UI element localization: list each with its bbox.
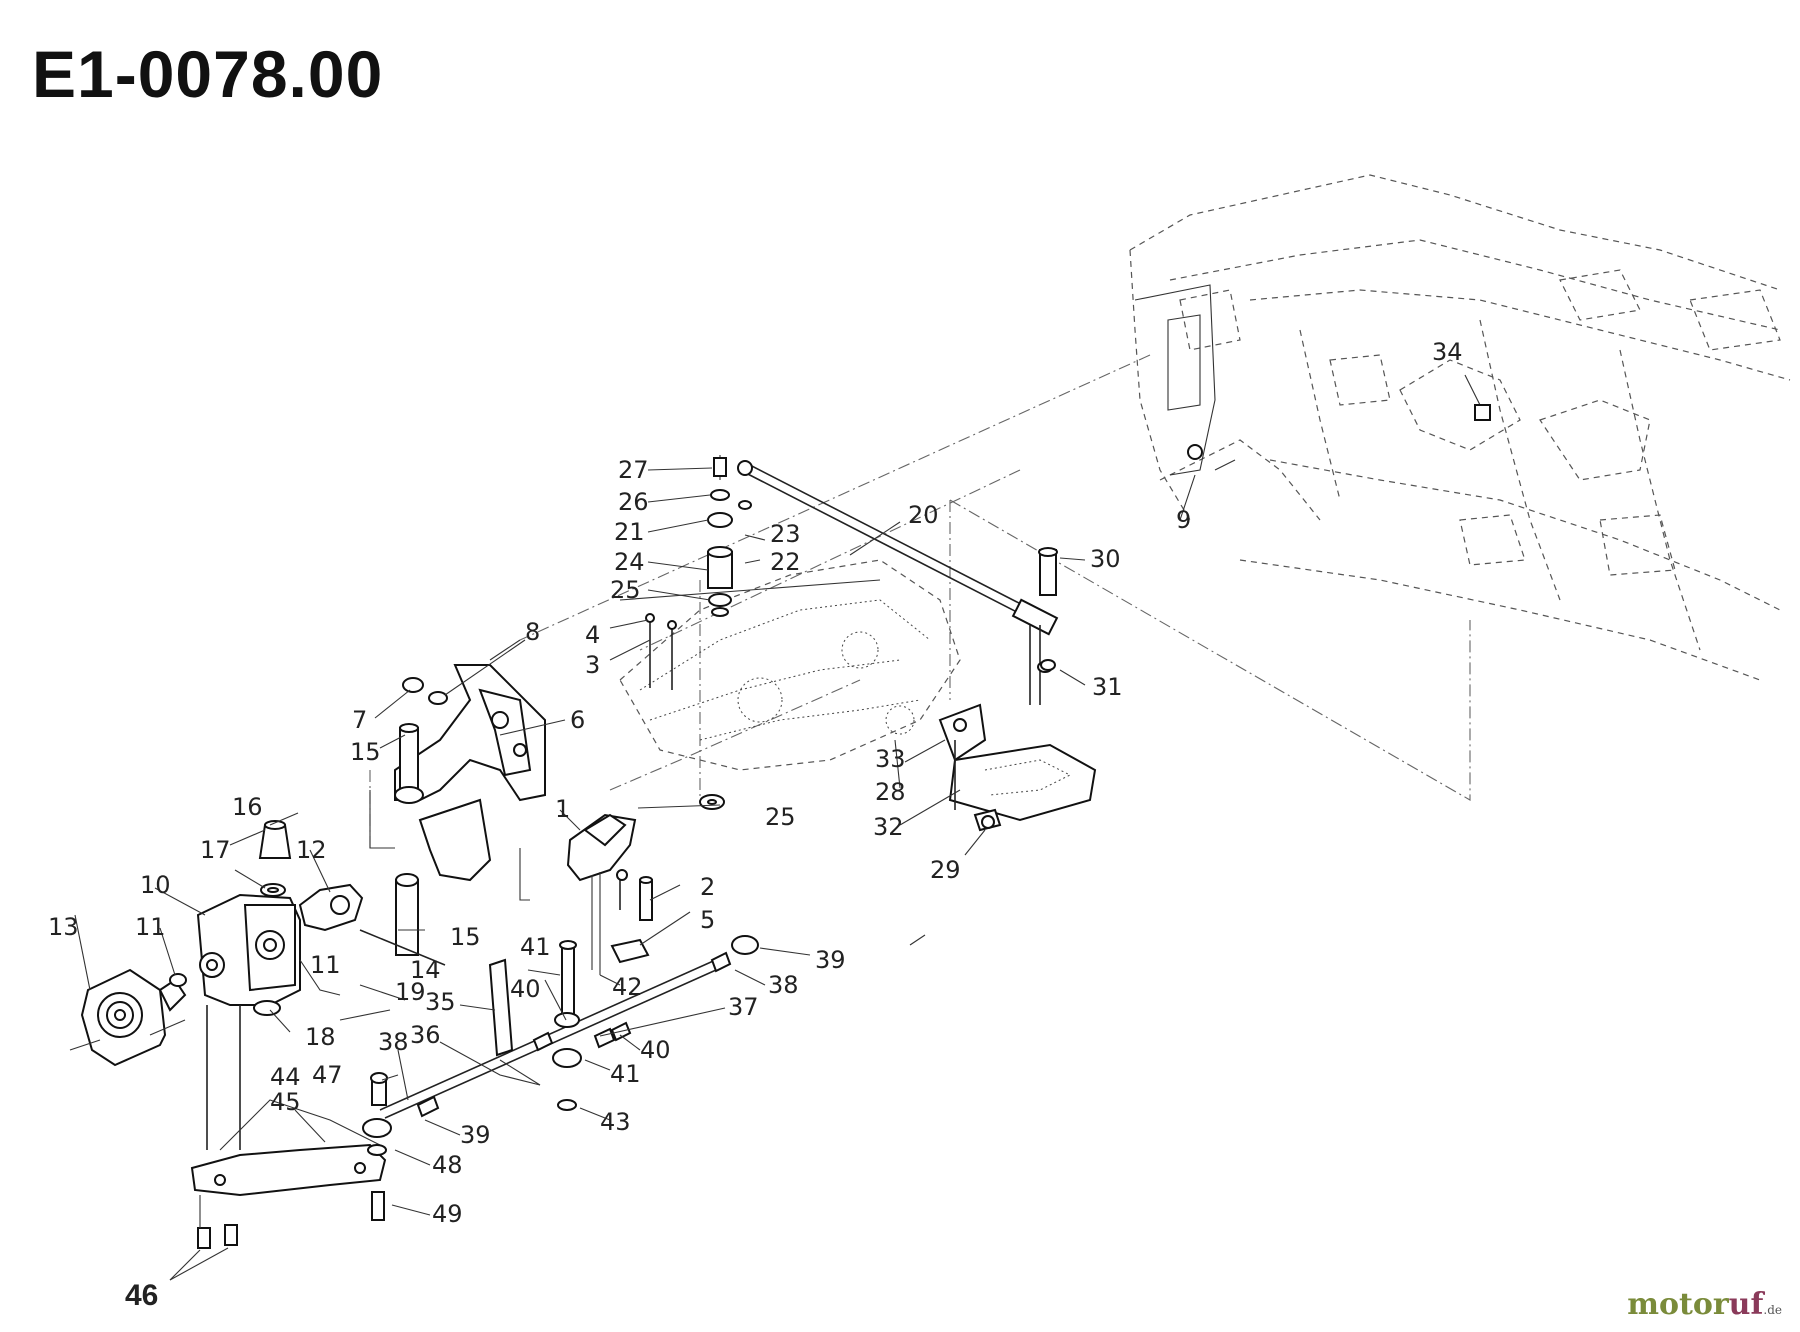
callout-labels: 27 26 21 24 25 23 22 20 30 31 9 34 4 3 8… (48, 338, 1463, 1312)
callout-26: 26 (618, 488, 649, 516)
leader-lines (74, 459, 1236, 1281)
pin-15-lower (395, 873, 419, 956)
bushing-16 (258, 820, 292, 897)
callout-1: 1 (555, 795, 570, 823)
callout-18: 18 (305, 1023, 336, 1051)
assembly-axis-lines (369, 354, 1471, 850)
callout-28: 28 (875, 778, 906, 806)
bolt-stack-41 (532, 940, 632, 1111)
lever-assembly-28 (938, 625, 1097, 832)
callout-41-upper: 41 (520, 933, 551, 961)
callout-27: 27 (618, 456, 649, 484)
callout-44: 44 (270, 1063, 301, 1091)
callout-4: 4 (585, 621, 600, 649)
callout-39-right: 39 (815, 946, 846, 974)
callout-24: 24 (614, 548, 645, 576)
callout-25-lower: 25 (765, 803, 796, 831)
pin-15-upper (369, 723, 424, 849)
callout-31: 31 (1092, 673, 1123, 701)
callout-37: 37 (728, 993, 759, 1021)
callout-38-right: 38 (768, 971, 799, 999)
steering-arm-1 (566, 813, 653, 975)
callout-48: 48 (432, 1151, 463, 1179)
callout-10: 10 (140, 871, 171, 899)
washer-25 (699, 794, 725, 810)
post-35 (488, 958, 541, 1086)
diagram-title: E1-0078.00 (32, 37, 384, 111)
callout-45: 45 (270, 1088, 301, 1116)
callout-11-hub: 11 (135, 913, 166, 941)
callout-12: 12 (296, 836, 327, 864)
callout-49: 49 (432, 1200, 463, 1228)
callout-38-left: 38 (378, 1028, 409, 1056)
callout-39-left: 39 (460, 1121, 491, 1149)
callout-6: 6 (570, 706, 585, 734)
callout-36: 36 (410, 1021, 441, 1049)
callout-2: 2 (700, 873, 715, 901)
callout-15-upper: 15 (350, 738, 381, 766)
callout-47: 47 (312, 1061, 343, 1089)
ball-joint-12 (298, 883, 446, 966)
callout-43: 43 (600, 1108, 631, 1136)
callout-23: 23 (770, 520, 801, 548)
callout-9: 9 (1176, 506, 1191, 534)
callout-25-upper: 25 (610, 576, 641, 604)
wheel-hub-13 (69, 968, 187, 1067)
callout-35: 35 (425, 988, 456, 1016)
callout-17: 17 (200, 836, 231, 864)
callout-34: 34 (1432, 338, 1463, 366)
pin-30 (1038, 547, 1058, 671)
callout-33: 33 (875, 745, 906, 773)
callout-20: 20 (908, 501, 939, 529)
studs-3-4 (645, 613, 677, 690)
tie-rod-36-37 (379, 935, 759, 1119)
callout-16: 16 (232, 793, 263, 821)
callout-3: 3 (585, 651, 600, 679)
callout-5: 5 (700, 906, 715, 934)
callout-19: 19 (395, 978, 426, 1006)
callout-40-left: 40 (510, 975, 541, 1003)
callout-29: 29 (930, 856, 961, 884)
callout-7: 7 (352, 706, 367, 734)
callout-11-housing: 11 (310, 951, 341, 979)
callout-22: 22 (770, 548, 801, 576)
callout-42: 42 (612, 973, 643, 1001)
callout-13: 13 (48, 913, 79, 941)
callout-15-lower: 15 (450, 923, 481, 951)
spindle-housing-10 (196, 893, 301, 1150)
transmission-housing (619, 559, 961, 771)
chassis-outline (1129, 174, 1791, 681)
callout-8: 8 (525, 618, 540, 646)
callout-30: 30 (1090, 545, 1121, 573)
axle-bracket-45 (190, 1072, 392, 1249)
callout-41-lower: 41 (610, 1060, 641, 1088)
steering-bracket (394, 664, 546, 901)
callout-32: 32 (873, 813, 904, 841)
bolt-34 (1464, 374, 1491, 421)
callout-14: 14 (410, 956, 441, 984)
callout-46: 46 (125, 1279, 158, 1312)
motoruf-watermark: motoruf.de (1627, 1287, 1782, 1322)
callout-40-right: 40 (640, 1036, 671, 1064)
tie-rod-20 (737, 460, 1059, 636)
callout-21: 21 (614, 518, 645, 546)
